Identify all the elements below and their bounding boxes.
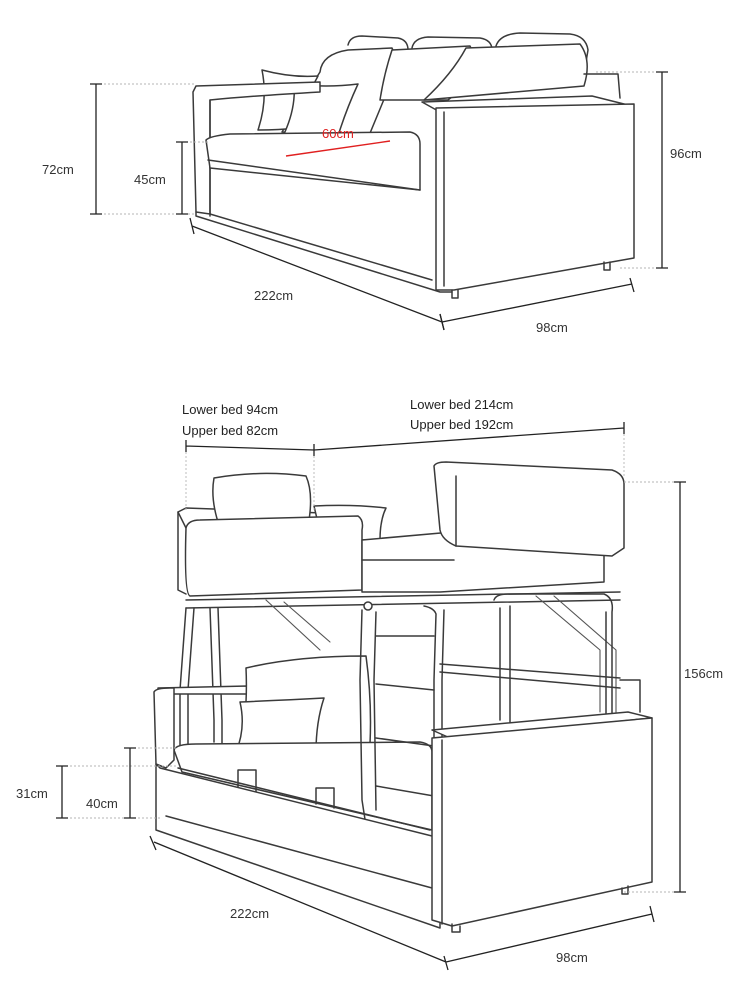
sofa-labels: 72cm 45cm 60cm 96cm 222cm 98cm xyxy=(42,126,702,335)
sofa-total-height-label: 96cm xyxy=(670,146,702,161)
bunk-total-height-label: 156cm xyxy=(684,666,723,681)
sofa-dimensions xyxy=(90,71,668,331)
lower-bed-length-label: Lower bed 214cm xyxy=(410,397,513,412)
bunk-depth-label: 98cm xyxy=(556,950,588,965)
bunk-seat-height-label: 40cm xyxy=(86,796,118,811)
sofa-width-label: 222cm xyxy=(254,288,293,303)
sofa-depth-label: 98cm xyxy=(536,320,568,335)
sofa-back-height-label: 72cm xyxy=(42,162,74,177)
upper-bed-length-label: Upper bed 192cm xyxy=(410,417,513,432)
sofa-drawing xyxy=(192,32,635,299)
bunk-width-label: 222cm xyxy=(230,906,269,921)
bunk-labels: Lower bed 94cm Upper bed 82cm Lower bed … xyxy=(16,397,723,965)
lower-bed-width-label: Lower bed 94cm xyxy=(182,402,278,417)
bunk-dimensions xyxy=(56,422,686,971)
seat-depth-label: 60cm xyxy=(322,126,354,141)
upper-bed-width-label: Upper bed 82cm xyxy=(182,423,278,438)
sofa-seat-height-label: 45cm xyxy=(134,172,166,187)
bunk-rail-height-label: 31cm xyxy=(16,786,48,801)
bunk-drawing xyxy=(153,461,653,933)
